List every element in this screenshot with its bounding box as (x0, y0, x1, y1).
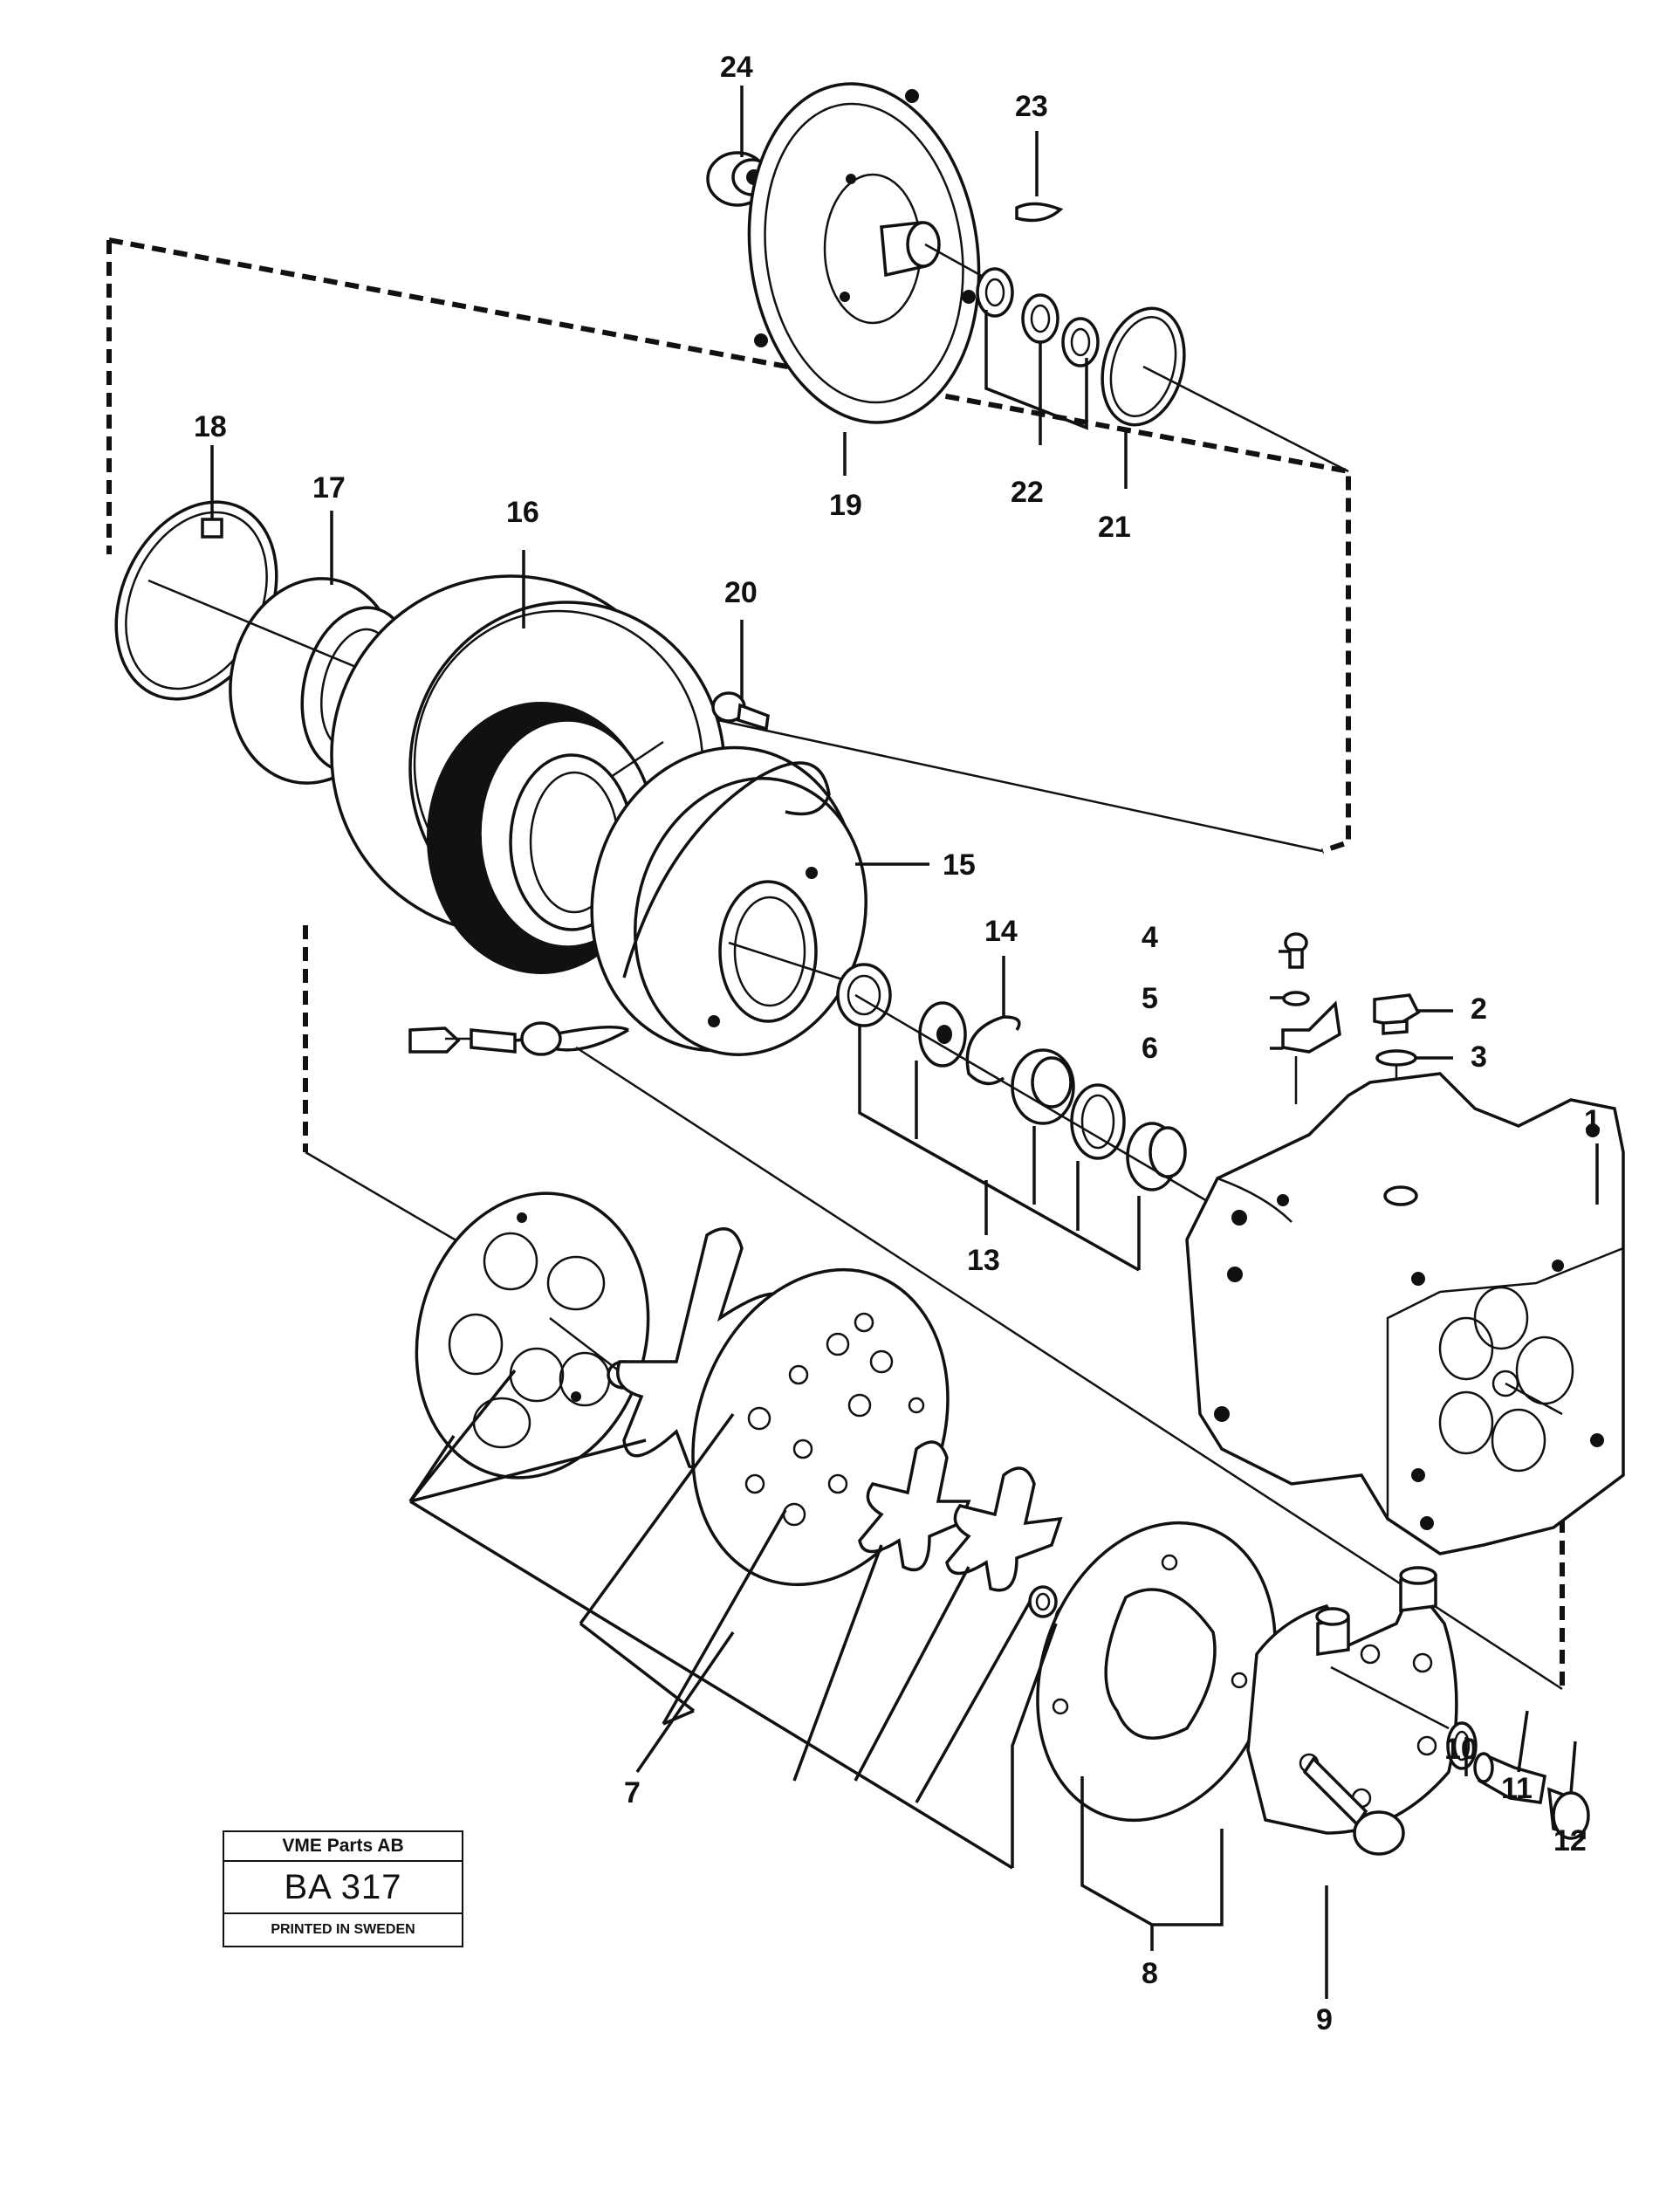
label-18: 18 (194, 410, 227, 443)
drawing-code: BA 317 (224, 1862, 462, 1914)
part-2-plug (1373, 993, 1421, 1035)
part-15-coil (531, 745, 867, 1056)
label-10: 10 (1444, 1733, 1478, 1766)
label-23: 23 (1015, 90, 1048, 123)
part-22-shims (976, 267, 1100, 367)
label-24: 24 (720, 51, 753, 84)
label-2: 2 (1471, 992, 1487, 1026)
label-14: 14 (984, 915, 1018, 948)
label-4: 4 (1142, 921, 1158, 954)
part-4-screw (1284, 932, 1308, 969)
label-6: 6 (1142, 1032, 1158, 1065)
part-1-compressor-body (1185, 1072, 1625, 1555)
label-21: 21 (1098, 511, 1131, 544)
part-14-clip (965, 1015, 1021, 1086)
label-22: 22 (1011, 476, 1044, 509)
label-8: 8 (1142, 1957, 1158, 1990)
part-10-o-ring (1446, 1721, 1478, 1770)
part-5-washer (1282, 991, 1310, 1006)
label-13: 13 (967, 1244, 1000, 1277)
part-6-clamp (1281, 1000, 1341, 1104)
part-9-cylinder-head (1246, 1566, 1458, 1856)
part-8-head-gasket (1036, 1521, 1277, 1823)
coil-connector (408, 1021, 562, 1056)
part-12-cap (1546, 1787, 1590, 1840)
part-13-seal-kit (836, 963, 1214, 1272)
part-20-screw (610, 691, 770, 779)
part-23-key (1015, 202, 1064, 223)
label-17: 17 (312, 471, 346, 505)
label-9: 9 (1316, 2003, 1333, 2036)
part-21-snap-ring (1101, 306, 1349, 473)
part-19-clutch-plate (747, 82, 1005, 424)
label-11: 11 (1501, 1772, 1533, 1805)
lower-assembly-outline (303, 925, 1565, 1691)
title-block: VME Parts AB BA 317 PRINTED IN SWEDEN (223, 1830, 463, 1947)
printed-notice: PRINTED IN SWEDEN (271, 1922, 415, 1937)
label-15: 15 (943, 848, 976, 882)
label-16: 16 (506, 496, 539, 529)
label-7: 7 (624, 1776, 641, 1809)
label-3: 3 (1471, 1040, 1487, 1074)
company-name: VME Parts AB (224, 1832, 462, 1862)
part-labels: 24 23 19 22 21 18 17 16 20 15 14 4 5 6 2… (194, 51, 1601, 2036)
part-7-reed-valve-pair (858, 1440, 1063, 1592)
leader-lines (210, 86, 1599, 1999)
label-12: 12 (1553, 1824, 1587, 1857)
label-1: 1 (1584, 1104, 1601, 1137)
label-20: 20 (724, 576, 758, 609)
part-11-service-valve (1473, 1752, 1546, 1804)
label-19: 19 (829, 489, 862, 522)
label-5: 5 (1142, 982, 1158, 1015)
